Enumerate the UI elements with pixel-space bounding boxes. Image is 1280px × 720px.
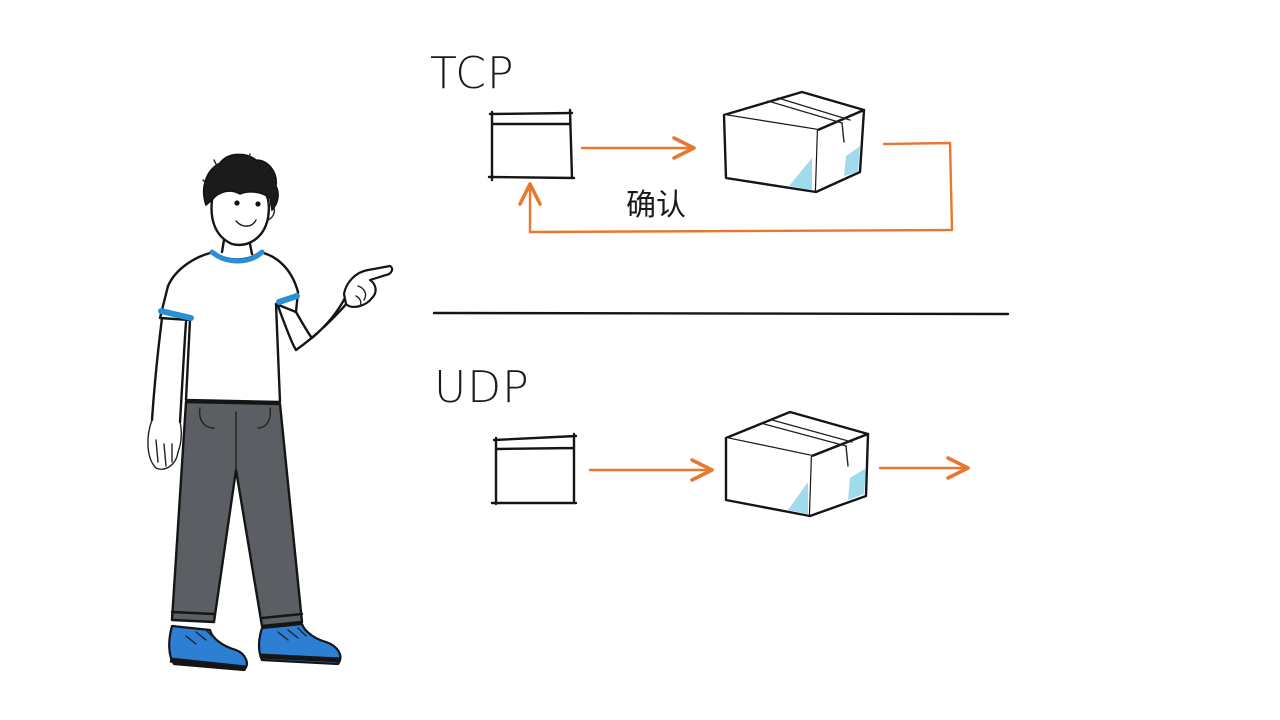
- tcp-title: TCP: [430, 48, 515, 99]
- person-face: [210, 192, 271, 247]
- person-illustration: [147, 153, 394, 672]
- person-pants: [170, 400, 304, 628]
- person-left-arm: [150, 316, 188, 424]
- person-hair: [202, 153, 279, 212]
- person-right-shoe: [257, 622, 342, 666]
- section-divider: [432, 311, 1010, 316]
- person-left-shoe: [168, 624, 248, 672]
- person-pointing-hand: [342, 264, 394, 308]
- person-left-hand: [147, 419, 183, 470]
- udp-box-icon: [724, 410, 870, 518]
- udp-title: UDP: [434, 362, 530, 413]
- person-right-arm: [276, 294, 350, 352]
- udp-section: UDP: [434, 362, 970, 518]
- tcp-ack-arrow-icon: [518, 141, 954, 234]
- tcp-packet-icon: [487, 108, 576, 182]
- udp-packet-icon: [490, 432, 578, 506]
- tcp-section: TCP 确认: [430, 48, 954, 234]
- tcp-box-icon: [722, 90, 866, 194]
- tcp-ack-label: 确认: [626, 188, 686, 223]
- person-shirt: [158, 250, 300, 404]
